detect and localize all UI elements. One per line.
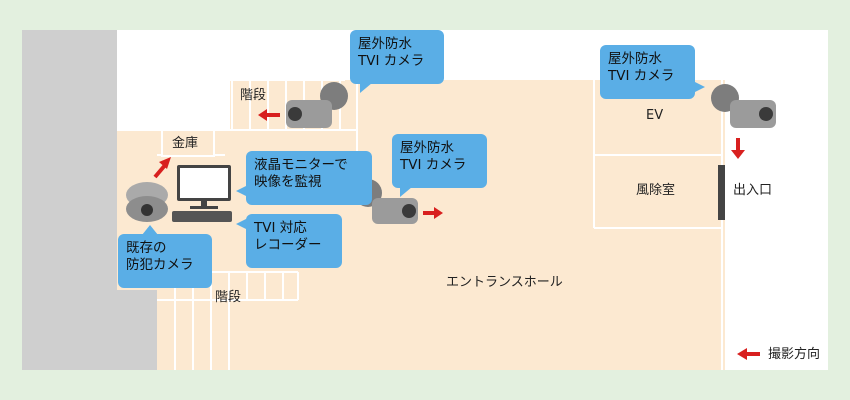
callout-line: TVI カメラ <box>400 157 467 173</box>
callout-tail <box>360 83 372 93</box>
callout-outdoor-camera-right: 屋外防水 TVI カメラ <box>600 45 705 99</box>
ev-label: EV <box>646 108 664 123</box>
safe-label: 金庫 <box>172 136 199 151</box>
callout-line: TVI カメラ <box>608 68 675 84</box>
stairs-bottom-label: 階段 <box>215 290 242 305</box>
safe-box <box>161 129 215 157</box>
exterior-wall <box>22 30 117 370</box>
callout-line: レコーダー <box>254 237 322 253</box>
arrow-left-icon <box>258 109 280 121</box>
callout-line: 屋外防水 <box>400 140 454 156</box>
entrance-door <box>718 165 725 220</box>
callout-outdoor-camera-center: 屋外防水 TVI カメラ <box>392 134 487 197</box>
callout-existing-camera: 既存の 防犯カメラ <box>118 225 212 288</box>
callout-line: 液晶モニターで <box>254 157 348 173</box>
callout-line: 映像を監視 <box>254 174 322 190</box>
dome-camera-icon <box>126 182 168 222</box>
windbreak-room-label: 風除室 <box>636 183 676 198</box>
callout-line: 既存の <box>126 240 167 256</box>
callout-tail <box>236 185 248 197</box>
callout-line: TVI 対応 <box>254 220 307 236</box>
bullet-camera-right-icon <box>711 84 776 128</box>
callout-line: 屋外防水 <box>358 36 412 52</box>
legend-arrow-icon <box>737 348 760 360</box>
recorder-icon <box>172 211 232 222</box>
bullet-camera-top-icon <box>286 82 348 128</box>
callout-tail <box>142 225 158 235</box>
arrow-down-icon <box>731 138 745 159</box>
callout-line: 屋外防水 <box>608 51 662 67</box>
callout-tail <box>400 187 412 197</box>
callout-tail <box>693 81 705 93</box>
monitor-icon <box>177 165 231 209</box>
arrow-diagonal-icon <box>153 157 171 179</box>
callout-outdoor-camera-top: 屋外防水 TVI カメラ <box>350 30 444 93</box>
arrow-right-icon <box>423 207 443 219</box>
lower-stair-floor <box>157 280 237 370</box>
entrance-label: 出入口 <box>733 183 773 198</box>
entrance-hall-label: エントランスホール <box>446 275 563 290</box>
stairs-top-label: 階段 <box>240 88 267 103</box>
callout-monitor: 液晶モニターで 映像を監視 <box>236 151 372 205</box>
callout-line: TVI カメラ <box>358 53 425 69</box>
callout-recorder: TVI 対応 レコーダー <box>236 214 342 268</box>
callout-tail <box>236 218 248 230</box>
lower-stairs <box>157 271 299 370</box>
callout-line: 防犯カメラ <box>126 257 194 273</box>
legend-label: 撮影方向 <box>768 347 821 362</box>
